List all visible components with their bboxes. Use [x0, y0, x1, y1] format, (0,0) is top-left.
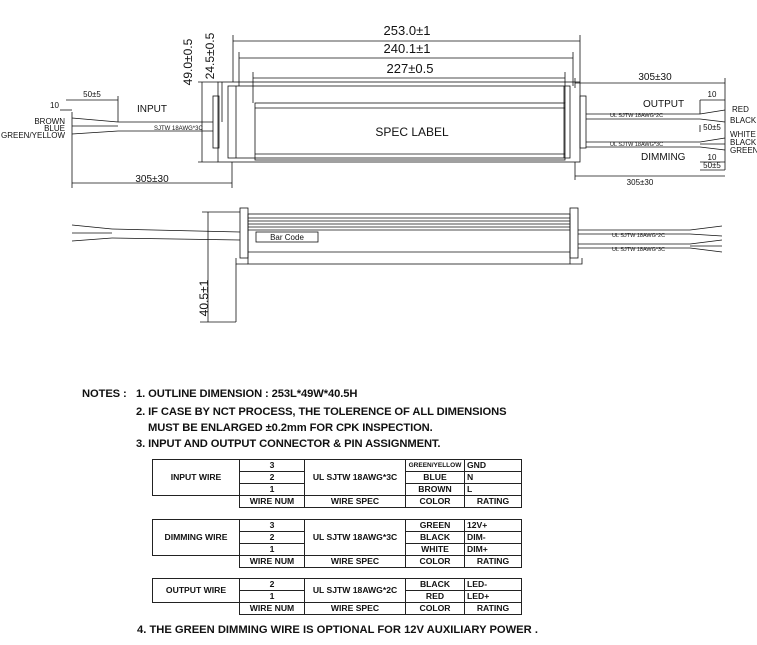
- dim-output-lead-bottom: 305±30: [627, 178, 654, 187]
- side-cable-spec-1: UL SJTW 18AWG*2C: [612, 233, 665, 239]
- input-cable-spec: SJTW 18AWG*3C: [154, 126, 203, 132]
- dimming-label: DIMMING: [641, 152, 686, 163]
- header-color: COLOR: [405, 602, 465, 615]
- wire-right-white: WHITE: [730, 130, 756, 139]
- header-color: COLOR: [405, 555, 465, 568]
- side-cable-spec-2: UL SJTW 18AWG*3C: [612, 247, 665, 253]
- dim-strip-in: 50±5: [83, 90, 101, 99]
- note-4: 4. THE GREEN DIMMING WIRE IS OPTIONAL FO…: [137, 624, 538, 636]
- side-view-housing: [200, 207, 583, 323]
- top-view-housing: [212, 81, 587, 163]
- dimming-wire-num: 2: [239, 531, 305, 544]
- dimming-wire-num: 3: [239, 519, 305, 532]
- output-wire-color: BLACK: [405, 578, 465, 591]
- header-wire-spec: WIRE SPEC: [304, 602, 406, 615]
- wire-right-black-dim: BLACK: [730, 138, 757, 147]
- input-wire-spec: UL SJTW 18AWG*3C: [304, 459, 406, 496]
- dim-mid-length: 240.1±1: [384, 41, 431, 56]
- input-wire-color: BLUE: [405, 471, 465, 484]
- output-wire-num: 2: [239, 578, 305, 591]
- dimming-wire-name: DIMMING WIRE: [152, 519, 240, 556]
- header-rating: RATING: [464, 602, 522, 615]
- table-spacer: [152, 555, 240, 568]
- header-rating: RATING: [464, 555, 522, 568]
- input-wire-table: INPUT WIRE 3 UL SJTW 18AWG*3C GREEN/YELL…: [152, 459, 522, 508]
- output-dimming-cables: [574, 78, 726, 180]
- output-wire-rating: LED+: [464, 590, 522, 603]
- table-spacer: [152, 495, 240, 508]
- dim-half-width: 24.5±0.5: [203, 32, 217, 79]
- input-wire-num: 1: [239, 483, 305, 496]
- dimming-wire-color: BLACK: [405, 531, 465, 544]
- bar-code-label: Bar Code: [270, 233, 304, 242]
- output-label: OUTPUT: [643, 99, 684, 110]
- input-cable: [60, 96, 233, 188]
- output-wire-num: 1: [239, 590, 305, 603]
- input-wire-rating: L: [464, 483, 522, 496]
- dim-tip-dim: 10: [708, 153, 717, 162]
- output-wire-rating: LED-: [464, 578, 522, 591]
- wire-right-black-out: BLACK: [730, 116, 757, 125]
- dimming-wire-rating: DIM-: [464, 531, 522, 544]
- dim-strip-out: 50±5: [703, 123, 721, 132]
- output-wire-color: RED: [405, 590, 465, 603]
- dim-width: 49.0±0.5: [181, 38, 195, 85]
- wire-left-greenyellow: GREEN/YELLOW: [1, 131, 65, 140]
- spec-label-text: SPEC LABEL: [375, 125, 449, 139]
- note-1: 1. OUTLINE DIMENSION : 253L*49W*40.5H: [136, 388, 358, 400]
- input-wire-num: 2: [239, 471, 305, 484]
- input-wire-rating: GND: [464, 459, 522, 472]
- header-wire-num: WIRE NUM: [239, 602, 305, 615]
- input-wire-color: BROWN: [405, 483, 465, 496]
- notes-heading: NOTES :: [82, 388, 127, 400]
- output-cable-spec: UL SJTW 18AWG*2C: [610, 113, 663, 119]
- header-color: COLOR: [405, 495, 465, 508]
- dimming-wire-spec: UL SJTW 18AWG*3C: [304, 519, 406, 556]
- dim-tip-in: 10: [50, 101, 59, 110]
- wire-left-brown: BROWN: [34, 117, 65, 126]
- note-3: 3. INPUT AND OUTPUT CONNECTOR & PIN ASSI…: [136, 438, 441, 450]
- dimming-wire-table: DIMMING WIRE 3 UL SJTW 18AWG*3C GREEN 12…: [152, 519, 522, 568]
- input-wire-color: GREEN/YELLOW: [405, 459, 465, 472]
- dim-height: 40.5±1: [197, 279, 211, 316]
- output-wire-spec: UL SJTW 18AWG*2C: [304, 578, 406, 603]
- dim-total-length: 253.0±1: [384, 23, 431, 38]
- dimming-wire-rating: 12V+: [464, 519, 522, 532]
- header-wire-num: WIRE NUM: [239, 555, 305, 568]
- output-wire-name: OUTPUT WIRE: [152, 578, 240, 603]
- header-wire-num: WIRE NUM: [239, 495, 305, 508]
- dimming-wire-rating: DIM+: [464, 543, 522, 556]
- wire-left-blue: BLUE: [44, 124, 65, 133]
- header-rating: RATING: [464, 495, 522, 508]
- dim-input-lead: 305±30: [135, 174, 169, 185]
- dim-cable-spec: UL SJTW 18AWG*3C: [610, 142, 663, 148]
- input-wire-rating: N: [464, 471, 522, 484]
- header-wire-spec: WIRE SPEC: [304, 555, 406, 568]
- dimming-wire-color: GREEN: [405, 519, 465, 532]
- note-2b: MUST BE ENLARGED ±0.2mm FOR CPK INSPECTI…: [148, 422, 433, 434]
- input-wire-name: INPUT WIRE: [152, 459, 240, 496]
- dim-strip-dim: 50±5: [703, 161, 721, 170]
- top-dimension-lines: [232, 35, 581, 103]
- dimming-wire-color: WHITE: [405, 543, 465, 556]
- input-wire-num: 3: [239, 459, 305, 472]
- wire-right-green: GREEN: [730, 146, 757, 155]
- dim-label-length: 227±0.5: [387, 61, 434, 76]
- header-wire-spec: WIRE SPEC: [304, 495, 406, 508]
- dim-output-lead-top: 305±30: [638, 72, 672, 83]
- note-2a: 2. IF CASE BY NCT PROCESS, THE TOLERENCE…: [136, 406, 507, 418]
- output-wire-table: OUTPUT WIRE 2 UL SJTW 18AWG*2C BLACK LED…: [152, 578, 522, 615]
- side-view-cables: [71, 224, 723, 253]
- input-label: INPUT: [137, 104, 167, 115]
- dim-tip-out: 10: [708, 90, 717, 99]
- dimming-wire-num: 1: [239, 543, 305, 556]
- wire-right-red: RED: [732, 105, 749, 114]
- table-spacer: [152, 602, 240, 615]
